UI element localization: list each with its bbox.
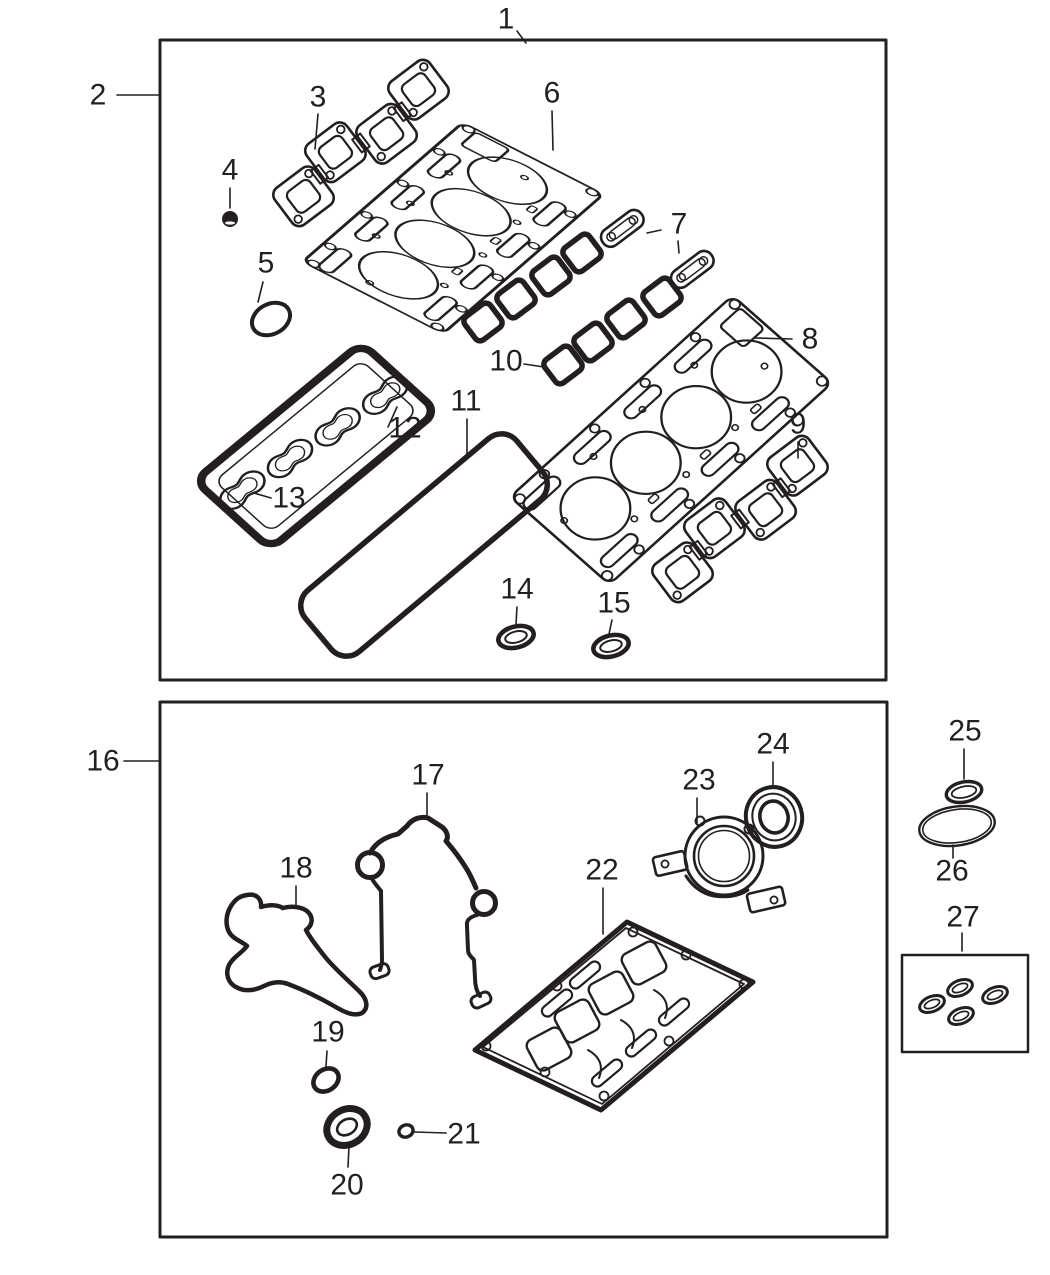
callout-label-11: 11 [450,385,481,418]
callout-label-25: 25 [948,715,981,748]
callout-label-18: 18 [279,852,312,885]
callout-leader-12 [387,406,398,428]
callout-label-16: 16 [86,745,119,778]
callout-leader-21 [414,1131,447,1134]
callout-label-12: 12 [388,412,421,445]
callout-label-6: 6 [544,77,561,110]
callout-label-5: 5 [258,247,275,280]
callout-leader-13 [253,492,272,499]
callout-label-19: 19 [311,1016,344,1049]
cylinder-head-gasket-left [300,121,606,335]
water-pump-gasket [224,892,369,1017]
callout-label-26: 26 [935,855,968,888]
callout-label-24: 24 [756,728,789,761]
callout-label-27: 27 [946,901,979,934]
rear-main-seal-retainer [651,815,787,914]
callout-leader-20 [347,1145,350,1168]
callout-label-14: 14 [500,573,533,606]
seal-kit-box [900,953,1030,1054]
crankshaft-rear-seal [743,785,805,849]
callout-label-22: 22 [585,854,618,887]
seal-25 [944,779,984,805]
valve-cover-gasket-thick [196,344,436,548]
callout-leader-10 [523,363,545,368]
callout-leader-19 [325,1050,328,1067]
artwork [116,30,1030,1239]
leaders-layer [116,30,965,1168]
callout-leader-7 [646,229,662,234]
o-ring-21 [397,1123,415,1139]
callout-label-2: 2 [90,79,107,112]
callout-label-13: 13 [272,482,305,515]
callout-label-20: 20 [330,1169,363,1202]
callout-label-10: 10 [489,345,522,378]
callout-label-15: 15 [597,587,630,620]
crankshaft-front-seal [323,1105,371,1149]
callout-leader-7 [677,240,680,254]
callout-label-21: 21 [447,1118,480,1151]
callout-leader-6 [551,110,554,151]
retainer-links [596,205,719,293]
seal-kit-rings-27 [915,974,1012,1030]
callout-label-23: 23 [682,764,715,797]
exhaust-manifold-gasket-right [637,430,843,608]
lower-gasket-set-box [158,700,889,1239]
oil-pan-gasket [472,919,756,1113]
callout-label-4: 4 [222,154,239,187]
o-ring-seal-5 [249,300,293,338]
callout-label-9: 9 [790,408,807,441]
callout-leader-8 [753,337,793,340]
timing-cover-gasket [355,814,498,1010]
callout-label-1: 1 [498,3,515,36]
callout-leader-14 [515,606,518,625]
callout-label-17: 17 [411,759,444,792]
callout-label-8: 8 [802,323,819,356]
valve-cover-gasket-thin [298,431,550,659]
callout-label-7: 7 [671,208,688,241]
callout-leader-1 [516,30,527,44]
o-ring-19 [311,1066,341,1094]
valve-stem-seal-dot [222,211,238,227]
callout-leader-5 [257,281,264,303]
callout-leader-15 [608,619,613,635]
o-ring-large-26 [918,804,996,848]
callout-label-3: 3 [310,81,327,114]
callout-leader-3 [314,113,319,150]
